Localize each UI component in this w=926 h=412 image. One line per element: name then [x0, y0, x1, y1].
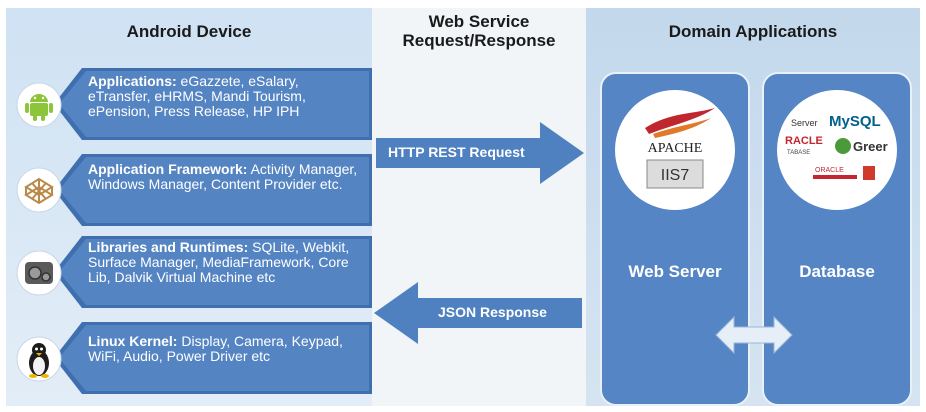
http-rest-request-arrow: HTTP REST Request — [376, 120, 586, 186]
database-label: Database — [799, 262, 875, 281]
web-server-column: APACHE IIS7 Web Server — [600, 72, 750, 406]
json-response-label: JSON Response — [438, 304, 547, 320]
apache-logo-text: APACHE — [648, 141, 703, 156]
linux-penguin-icon — [16, 336, 62, 382]
bidirectional-arrow-icon — [715, 315, 793, 355]
oracle-logo-text-2: TABASE — [787, 150, 810, 156]
database-column: Server MySQL RACLE TABASE Greer ORACLE D… — [762, 72, 912, 406]
oracle-inmemory-logo-text: ORACLE — [815, 167, 844, 174]
iis7-logo-text: IIS7 — [661, 167, 690, 184]
greenplum-logo-text: Greer — [853, 139, 888, 154]
oracle-logo-text-1: RACLE — [785, 135, 823, 147]
mysql-logo-text: MySQL — [829, 113, 881, 130]
layer-chevron — [54, 322, 372, 394]
left-arrow-icon — [374, 282, 582, 344]
json-response-arrow: JSON Response — [372, 280, 582, 346]
layer-applications: Applications: eGazzete, eSalary, eTransf… — [54, 68, 372, 140]
layer-libraries-runtimes: Libraries and Runtimes: SQLite, Webkit, … — [54, 236, 372, 308]
layer-linux-kernel: Linux Kernel: Display, Camera, Keypad, W… — [54, 322, 372, 394]
database-logo-circle: Server MySQL RACLE TABASE Greer ORACLE — [777, 90, 897, 210]
layer-libraries-runtimes-text: Libraries and Runtimes: SQLite, Webkit, … — [88, 239, 350, 285]
layer-application-framework: Application Framework: Activity Manager,… — [54, 154, 372, 226]
android-device-panel: Android Device Applications: eGazzete, e… — [6, 8, 372, 406]
web-service-title: Web Service Request/Response — [402, 12, 556, 50]
layer-chevron — [54, 154, 372, 226]
layer-chevron — [54, 236, 372, 308]
domain-applications-panel: Domain Applications APACHE IIS7 Web Serv… — [586, 8, 920, 406]
android-icon — [16, 82, 62, 128]
web-server-logo-circle: APACHE IIS7 — [615, 90, 735, 210]
web-service-panel: Web Service Request/Response HTTP REST R… — [372, 8, 586, 406]
sql-server-logo-text: Server — [791, 118, 818, 128]
framework-icon — [16, 167, 62, 213]
http-rest-request-label: HTTP REST Request — [388, 144, 525, 160]
libraries-icon — [16, 250, 62, 296]
layer-application-framework-text: Application Framework: Activity Manager,… — [88, 161, 358, 192]
layer-applications-text: Applications: eGazzete, eSalary, eTransf… — [88, 73, 306, 119]
database-vendors-logo-icon: Server MySQL RACLE TABASE Greer ORACLE — [785, 113, 888, 180]
layer-chevron — [54, 68, 372, 140]
apache-iis-logo-icon: APACHE IIS7 — [645, 108, 715, 189]
android-device-title: Android Device — [126, 22, 252, 41]
layer-linux-kernel-text: Linux Kernel: Display, Camera, Keypad, W… — [88, 333, 343, 364]
web-server-label: Web Server — [628, 262, 722, 281]
right-arrow-icon — [376, 122, 584, 184]
domain-applications-title: Domain Applications — [668, 22, 838, 41]
